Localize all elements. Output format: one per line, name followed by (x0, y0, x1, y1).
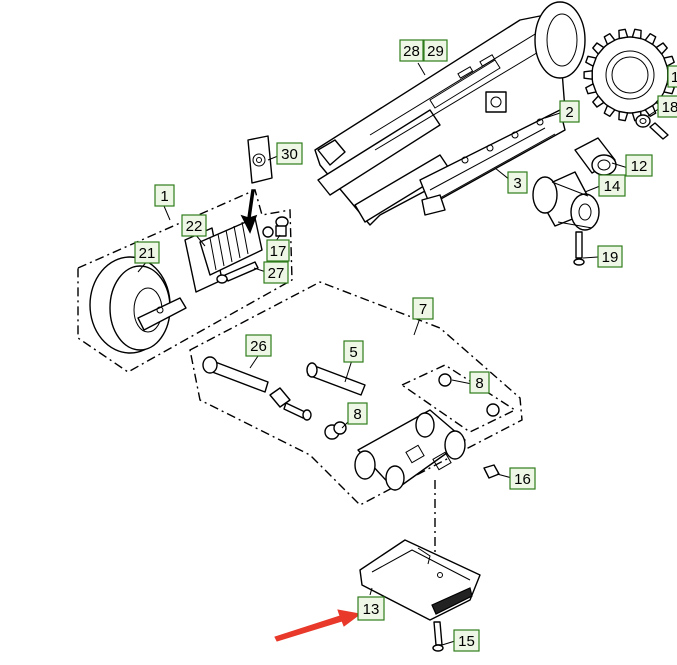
nut-16 (483, 464, 500, 479)
idler-group-boundary (77, 189, 293, 373)
drive-sprocket (583, 28, 677, 122)
svg-text:3: 3 (513, 175, 521, 192)
front-idler-21 (89, 256, 187, 354)
callout-27: 27 (263, 261, 289, 284)
sprocket-tooth (655, 42, 668, 55)
sprocket-tooth (585, 55, 597, 67)
track-shoe-13 (359, 539, 481, 621)
callout-3: 3 (507, 171, 528, 194)
bolt-17 (275, 216, 289, 237)
svg-text:8: 8 (353, 406, 361, 423)
bolt-27 (216, 261, 259, 284)
svg-text:13: 13 (363, 601, 380, 618)
svg-text:1: 1 (671, 69, 677, 86)
svg-text:2: 2 (565, 104, 573, 121)
svg-text:29: 29 (427, 43, 444, 60)
pin-5 (306, 362, 366, 396)
svg-text:21: 21 (139, 245, 156, 262)
sprocket-tooth (663, 55, 675, 67)
sprocket-tooth (592, 42, 605, 55)
bolt-19 (573, 231, 585, 266)
svg-text:1: 1 (160, 188, 168, 205)
callout-14: 14 (598, 174, 626, 197)
callout-26: 26 (245, 334, 272, 357)
svg-text:22: 22 (186, 218, 203, 235)
callout-15: 15 (453, 629, 480, 652)
callout-17: 17 (266, 239, 290, 262)
callout-21: 21 (134, 241, 160, 264)
callout-1: 1 (154, 184, 175, 207)
callout-13: 13 (357, 596, 385, 621)
callout-2: 2 (559, 100, 580, 123)
bushing-12 (574, 137, 617, 176)
track-frame (314, 1, 586, 226)
callout-29: 29 (423, 39, 448, 62)
svg-text:15: 15 (458, 633, 475, 650)
callout-12: 12 (625, 154, 653, 177)
svg-text:18: 18 (662, 99, 677, 116)
sprocket-tooth (644, 104, 657, 117)
callout-16: 16 (509, 467, 536, 490)
svg-text:16: 16 (514, 471, 531, 488)
assembly-direction-arrow (240, 189, 258, 234)
svg-text:28: 28 (403, 43, 420, 60)
callout-22: 22 (181, 214, 207, 237)
callout-19: 19 (597, 245, 623, 268)
nut-washer-8-left (324, 421, 347, 440)
callout-7: 7 (412, 297, 434, 320)
bolt-washer-18 (635, 114, 669, 140)
svg-text:17: 17 (270, 243, 287, 260)
bracket-30 (247, 135, 273, 184)
bolt-15 (432, 621, 444, 652)
sprocket-tooth (583, 70, 593, 80)
sprocket-tooth (618, 28, 629, 40)
sprocket-tooth (585, 83, 597, 95)
svg-text:7: 7 (419, 301, 427, 318)
svg-text:8: 8 (475, 375, 483, 392)
callout-5: 5 (343, 340, 364, 363)
svg-text:12: 12 (631, 158, 648, 175)
callout-edge-partial: 1 (667, 65, 677, 88)
highlight-pointer-arrow (274, 609, 362, 642)
sprocket-tooth (631, 28, 642, 40)
sprocket-tooth (603, 33, 616, 46)
sprocket-tooth (603, 104, 616, 117)
svg-text:30: 30 (281, 146, 298, 163)
callout-18: 18 (657, 95, 677, 118)
callout-8-right: 8 (469, 371, 490, 394)
track-chain-group-boundary (189, 281, 523, 506)
track-link-chain (354, 409, 466, 491)
svg-text:5: 5 (349, 344, 357, 361)
link-bolt (269, 387, 312, 421)
sprocket-tooth (644, 33, 657, 46)
svg-text:26: 26 (250, 338, 267, 355)
svg-text:27: 27 (268, 265, 285, 282)
svg-text:14: 14 (604, 178, 621, 195)
callout-28: 28 (399, 39, 424, 62)
track-roller-14 (532, 171, 600, 231)
sprocket-tooth (592, 95, 605, 108)
nut-washer-8-right (438, 373, 500, 417)
sprocket-tooth (618, 110, 629, 122)
callout-30: 30 (276, 142, 303, 165)
svg-text:19: 19 (602, 249, 619, 266)
track-pin-26 (202, 356, 269, 393)
callout-8-left: 8 (347, 402, 368, 425)
